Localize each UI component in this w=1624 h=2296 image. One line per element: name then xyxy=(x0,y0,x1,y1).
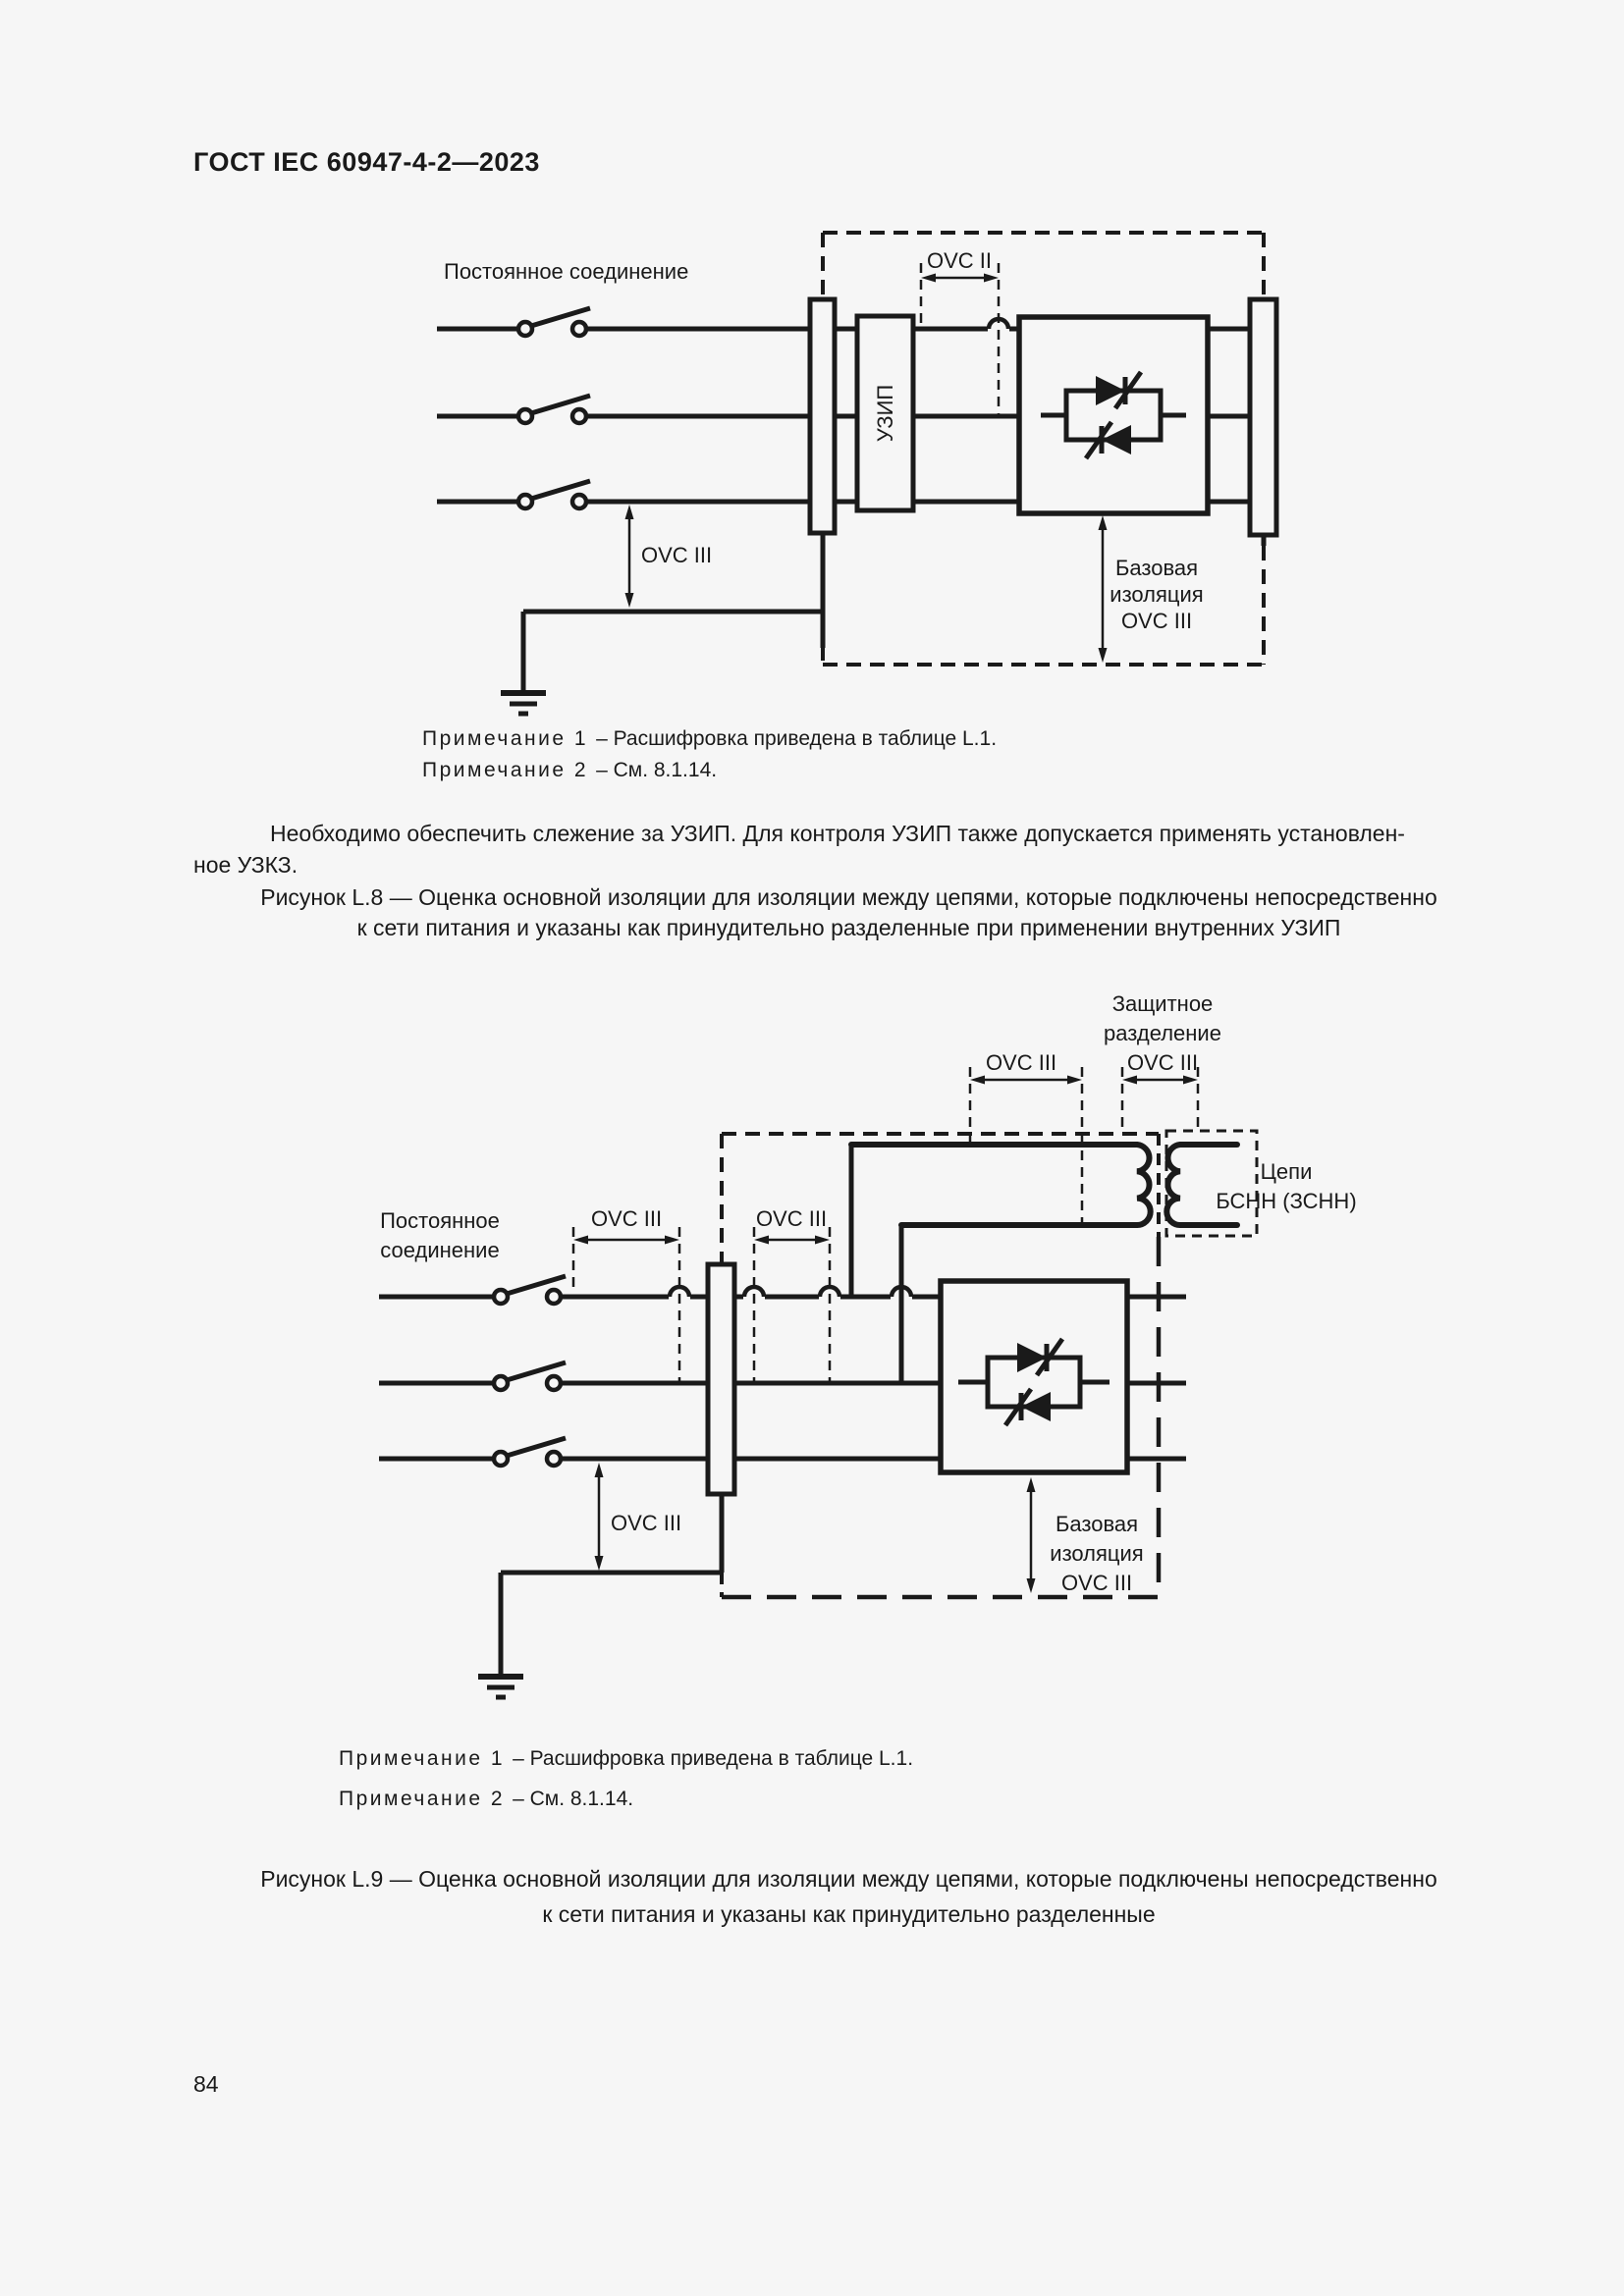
l9-selv-box-dashed xyxy=(1164,1129,1259,1238)
l9-permanent-connection-line1: Постоянное xyxy=(380,1208,500,1233)
l9-dimension-ovc-iii-2: OVC III xyxy=(752,1206,832,1384)
l8-terminal-bar-right xyxy=(1247,296,1279,538)
l9-terminal-bar xyxy=(705,1261,737,1497)
l9-converter-box xyxy=(938,1278,1130,1475)
l8-caption-line-1: Рисунок L.8 — Оценка основной изоляции д… xyxy=(260,884,1437,910)
l8-basic-insulation-line3: OVC III xyxy=(1121,609,1192,633)
figure-l9-diagram: Цепи БСНН (ЗСНН) OVC III OVC III xyxy=(379,991,1357,1700)
l8-note-2-lead: Примечание 2 xyxy=(422,759,589,781)
l8-basic-insulation-line2: изоляция xyxy=(1110,582,1203,607)
l9-protective-separation-line3: OVC III xyxy=(1127,1050,1198,1075)
l8-ovc-ii-label: OVC II xyxy=(927,248,992,273)
l9-dimension-ovc-iii-1: OVC III xyxy=(571,1206,681,1384)
l8-terminal-bar-left xyxy=(807,296,838,536)
l9-ovc-iii-dim1-label: OVC III xyxy=(591,1206,662,1231)
l9-transformer-icon xyxy=(848,1142,1240,1297)
l9-triac-icon xyxy=(958,1337,1110,1427)
l8-permanent-connection-label: Постоянное соединение xyxy=(444,259,688,284)
paragraph-line-1: Необходимо обеспечить слежение за УЗИП. … xyxy=(270,821,1405,846)
l9-dimension-protective-separation: Защитное разделение OVC III xyxy=(1104,991,1221,1130)
l8-switch-icon-2 xyxy=(515,393,591,426)
l8-switch-icon-1 xyxy=(515,305,591,339)
l8-note-1-lead: Примечание 1 xyxy=(422,727,589,750)
l9-note-1-lead: Примечание 1 xyxy=(339,1747,506,1770)
l9-caption-line-1: Рисунок L.9 — Оценка основной изоляции д… xyxy=(260,1866,1437,1892)
l8-spd-label: УЗИП xyxy=(873,385,897,442)
l8-triac-icon xyxy=(1041,370,1186,460)
l9-permanent-connection-line2: соединение xyxy=(380,1238,499,1262)
figure-l8-diagram: УЗИП xyxy=(437,231,1279,717)
l9-dimension-ovc-iii-vertical: OVC III xyxy=(594,1463,681,1571)
l8-note-1: Примечание 1 – Расшифровка приведена в та… xyxy=(422,727,997,751)
l9-basic-insulation-line2: изоляция xyxy=(1050,1541,1143,1566)
l8-dimension-ovc-ii: OVC II xyxy=(919,248,1001,414)
l8-note-2-text: – См. 8.1.14. xyxy=(596,759,718,781)
l8-dimension-ovc-iii: OVC III xyxy=(624,505,712,608)
l8-basic-insulation-line1: Базовая xyxy=(1115,556,1198,580)
l9-switch-icon-2 xyxy=(491,1360,567,1393)
l9-protective-separation-line1: Защитное xyxy=(1112,991,1214,1016)
l9-ovc-iii-dim2-label: OVC III xyxy=(756,1206,827,1231)
l9-basic-insulation-line3: OVC III xyxy=(1061,1571,1132,1595)
l9-switch-icon-1 xyxy=(491,1273,567,1307)
l8-switch-icon-3 xyxy=(515,478,591,511)
l9-note-1: Примечание 1 – Расшифровка приведена в та… xyxy=(339,1747,913,1771)
page-number: 84 xyxy=(193,2071,219,2097)
l8-enclosure-dashed xyxy=(821,231,1266,667)
l9-note-2-text: – См. 8.1.14. xyxy=(513,1788,634,1810)
l9-ovc-iii-upper-label: OVC III xyxy=(986,1050,1056,1075)
l9-selv-label-line1: Цепи xyxy=(1261,1159,1313,1184)
l9-switch-icon-3 xyxy=(491,1435,567,1468)
l8-spd-box: УЗИП xyxy=(854,313,916,513)
l9-hops xyxy=(667,1225,914,1383)
l8-ovc-iii-label: OVC III xyxy=(641,543,712,567)
l9-note-2-lead: Примечание 2 xyxy=(339,1788,506,1810)
l9-protective-separation-line2: разделение xyxy=(1104,1021,1221,1045)
l8-note-1-text: – Расшифровка приведена в таблице L.1. xyxy=(596,727,998,750)
l9-selv-label-line2: БСНН (ЗСНН) xyxy=(1216,1189,1356,1213)
l9-ovc-iii-vertical-label: OVC III xyxy=(611,1511,681,1535)
l9-note-1-text: – Расшифровка приведена в таблице L.1. xyxy=(513,1747,914,1770)
l8-earth-branch xyxy=(520,533,826,691)
l8-phase-lines xyxy=(437,326,1257,505)
l9-dimension-ovc-iii-upper: OVC III xyxy=(968,1050,1084,1223)
page-title: ГОСТ IEC 60947-4-2—2023 xyxy=(193,147,540,177)
l8-note-2: Примечание 2 – См. 8.1.14. xyxy=(422,759,717,782)
paragraph-line-2: ное УЗКЗ. xyxy=(193,852,298,878)
l9-ground-icon xyxy=(478,1674,523,1700)
l9-basic-insulation-line1: Базовая xyxy=(1056,1512,1138,1536)
l9-note-2: Примечание 2 – См. 8.1.14. xyxy=(339,1788,633,1811)
l8-dimension-basic-insulation: Базовая изоляция OVC III xyxy=(1098,515,1204,663)
l9-earth-branch xyxy=(498,1494,725,1675)
l8-hop-eraser xyxy=(988,324,1009,334)
l8-caption-line-2: к сети питания и указаны как принудитель… xyxy=(356,915,1341,940)
l9-enclosure-dashed xyxy=(720,1132,1162,1600)
l9-dimension-basic-insulation: Базовая изоляция OVC III xyxy=(1026,1477,1144,1595)
l9-caption-line-2: к сети питания и указаны как принудитель… xyxy=(542,1901,1156,1927)
l8-ground-icon xyxy=(501,690,546,717)
